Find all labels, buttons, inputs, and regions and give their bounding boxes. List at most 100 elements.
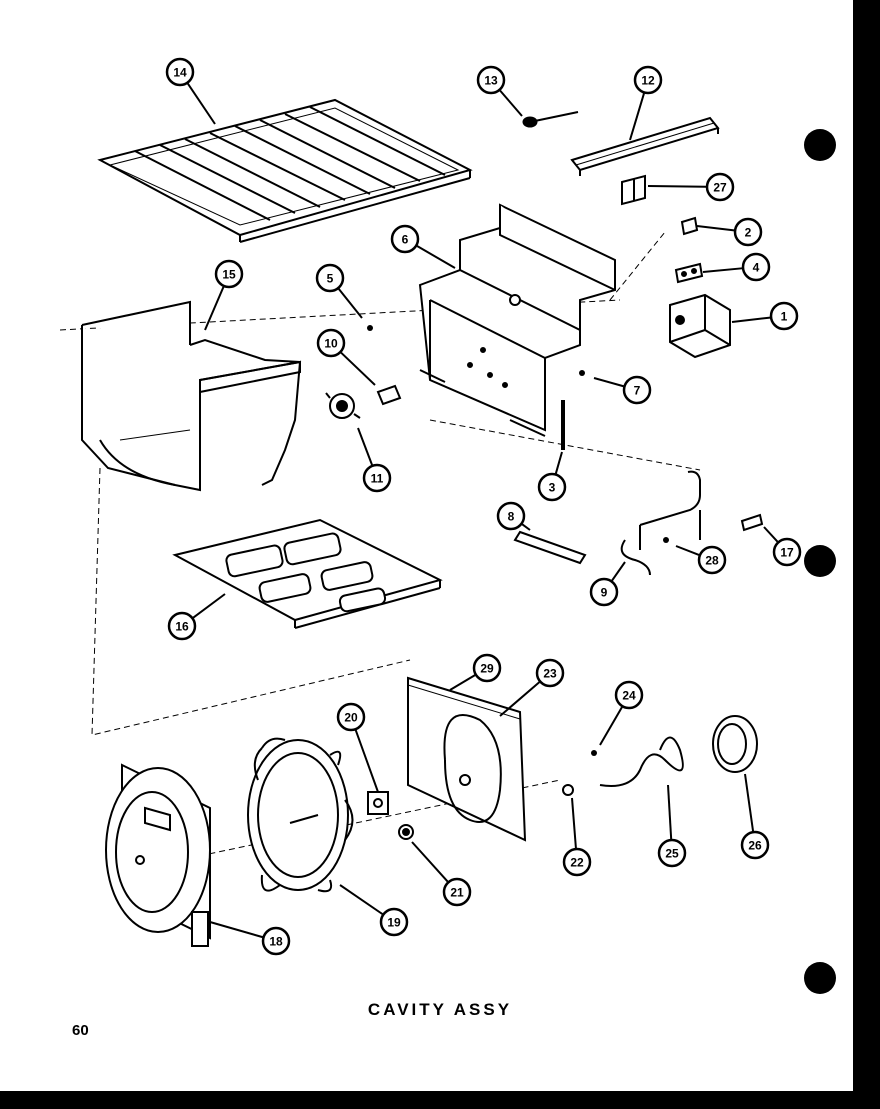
callout-leader bbox=[675, 545, 700, 556]
callout-circle bbox=[697, 545, 727, 575]
callout-number: 18 bbox=[269, 935, 283, 949]
callout-circle bbox=[537, 472, 567, 502]
callout-circle bbox=[741, 252, 771, 282]
part-washer bbox=[367, 784, 574, 840]
callout-number: 28 bbox=[705, 554, 719, 568]
callout-leader bbox=[763, 526, 779, 543]
callout-28: 28 bbox=[675, 545, 727, 575]
part-wire-hooks bbox=[513, 470, 764, 576]
callout-leader bbox=[599, 706, 623, 746]
callout-leader bbox=[449, 674, 476, 691]
callout-leader bbox=[521, 523, 531, 531]
callout-number: 15 bbox=[222, 268, 236, 282]
callout-leader bbox=[571, 797, 577, 849]
callout-leader bbox=[339, 884, 384, 915]
part-heater-coil bbox=[599, 736, 684, 787]
part-air-guide bbox=[81, 300, 302, 492]
part-grille bbox=[97, 98, 473, 243]
callout-number: 23 bbox=[543, 667, 557, 681]
callout-3: 3 bbox=[537, 451, 567, 502]
callout-leader bbox=[647, 185, 707, 188]
part-rail bbox=[570, 116, 720, 176]
callout-circle bbox=[622, 375, 652, 405]
callout-circle bbox=[379, 907, 409, 937]
callout-number: 13 bbox=[484, 74, 498, 88]
callout-6: 6 bbox=[390, 224, 456, 269]
callout-13: 13 bbox=[476, 65, 523, 117]
callout-7: 7 bbox=[593, 375, 652, 405]
part-cavity-plate bbox=[172, 518, 443, 629]
callout-circle bbox=[535, 658, 565, 688]
binder-hole bbox=[804, 545, 836, 577]
callout-circle bbox=[772, 537, 802, 567]
callout-number: 7 bbox=[634, 384, 641, 398]
callout-number: 1 bbox=[781, 310, 788, 324]
callout-number: 4 bbox=[753, 261, 760, 275]
callout-circle bbox=[165, 57, 195, 87]
callout-circle bbox=[733, 217, 763, 247]
callout-2: 2 bbox=[696, 217, 763, 247]
callout-29: 29 bbox=[449, 653, 502, 691]
callout-circle bbox=[633, 65, 663, 95]
callout-circle bbox=[472, 653, 502, 683]
callout-number: 20 bbox=[344, 711, 358, 725]
callout-number: 21 bbox=[450, 886, 464, 900]
callout-number: 19 bbox=[387, 916, 401, 930]
page-number: 60 bbox=[72, 1022, 89, 1039]
callout-leader bbox=[731, 316, 771, 323]
callout-number: 16 bbox=[175, 620, 189, 634]
callout-16: 16 bbox=[167, 593, 226, 641]
binder-hole bbox=[804, 962, 836, 994]
callout-circle bbox=[589, 577, 619, 607]
callout-10: 10 bbox=[316, 328, 376, 386]
callout-number: 3 bbox=[549, 481, 556, 495]
callout-circle bbox=[316, 328, 346, 358]
callout-9: 9 bbox=[589, 561, 626, 607]
callout-circle bbox=[214, 259, 244, 289]
callout-number: 10 bbox=[324, 337, 338, 351]
callout-leader bbox=[186, 83, 216, 125]
callout-26: 26 bbox=[740, 773, 770, 860]
callout-circle bbox=[336, 702, 366, 732]
callout-leader bbox=[696, 225, 735, 232]
part-timer-motor bbox=[669, 293, 731, 359]
callout-circle bbox=[769, 301, 799, 331]
callout-number: 8 bbox=[508, 510, 515, 524]
bottom-border bbox=[0, 1091, 880, 1109]
callout-number: 26 bbox=[748, 839, 762, 853]
callout-circle bbox=[362, 463, 392, 493]
callout-leader bbox=[629, 93, 645, 141]
part-blower-housing bbox=[105, 763, 211, 947]
callout-number: 11 bbox=[371, 472, 384, 486]
part-switch-assembly bbox=[325, 392, 361, 419]
callout-24: 24 bbox=[599, 680, 644, 746]
callout-18: 18 bbox=[209, 921, 291, 956]
callout-leader bbox=[744, 773, 755, 832]
callout-circle bbox=[261, 926, 291, 956]
callout-circle bbox=[442, 877, 472, 907]
part-lamp-cover bbox=[712, 715, 758, 773]
callout-circle bbox=[315, 263, 345, 293]
diagram-caption: CAVITY ASSY bbox=[367, 1000, 513, 1019]
callout-23: 23 bbox=[499, 658, 565, 717]
callout-leader bbox=[416, 245, 456, 269]
callout-circle bbox=[562, 847, 592, 877]
part-screw bbox=[522, 111, 579, 128]
callout-leader bbox=[411, 841, 449, 883]
callout-number: 5 bbox=[327, 272, 334, 286]
callout-circle bbox=[167, 611, 197, 641]
callout-circle bbox=[705, 172, 735, 202]
part-nut bbox=[663, 537, 669, 543]
callout-leader bbox=[702, 267, 743, 273]
part-fan-scroll-panel bbox=[407, 676, 527, 842]
part-switch bbox=[376, 384, 402, 406]
callout-21: 21 bbox=[411, 841, 472, 907]
callout-17: 17 bbox=[763, 526, 802, 567]
callout-leader bbox=[192, 593, 226, 619]
callout-12: 12 bbox=[629, 65, 663, 141]
callout-number: 9 bbox=[601, 586, 608, 600]
callout-leader bbox=[204, 286, 225, 331]
